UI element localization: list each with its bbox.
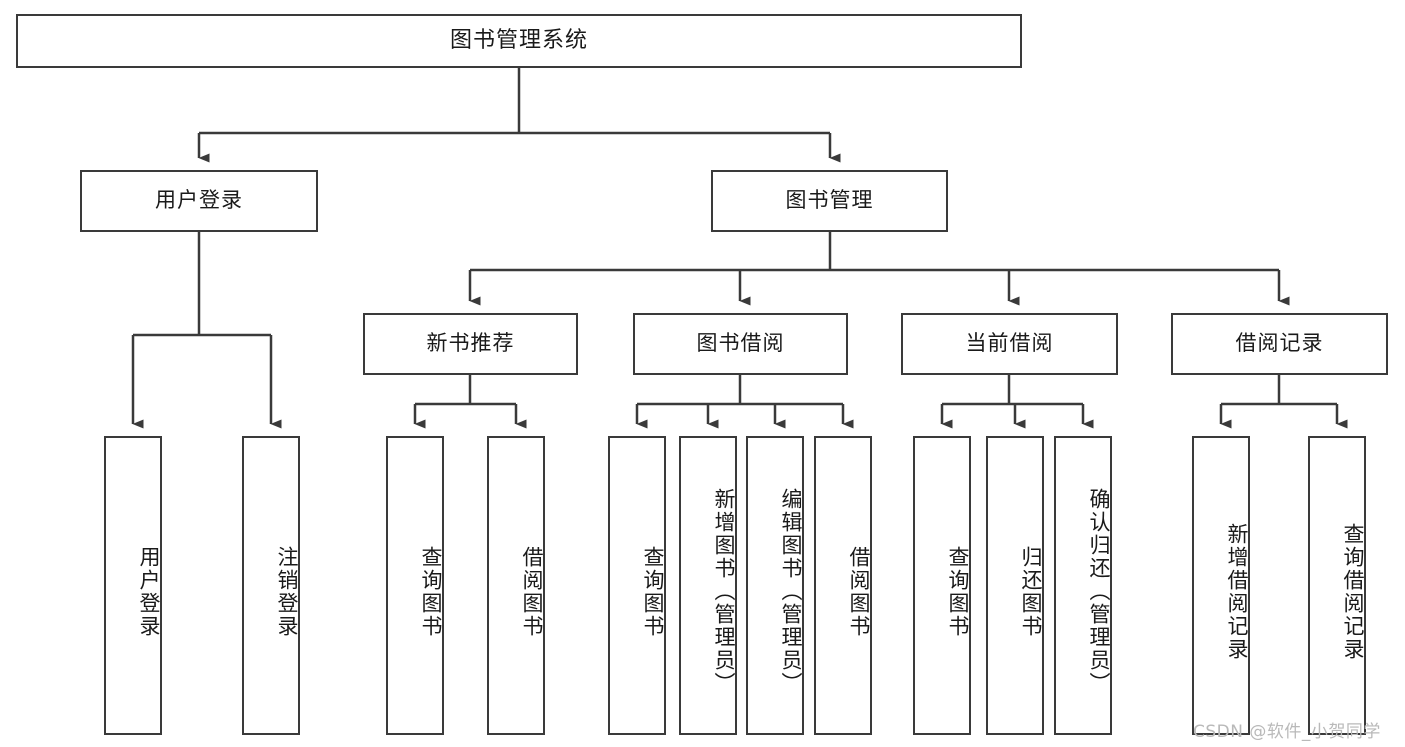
node-label: 查询图书 [419, 545, 443, 638]
node-label: 新增图书（管理员） [712, 488, 736, 695]
leaf-add-borrow-record[interactable]: 新增借阅记录 [1192, 436, 1250, 735]
node-label: 新书推荐 [426, 331, 515, 356]
node-root-system[interactable]: 图书管理系统 [16, 14, 1022, 68]
leaf-borrow-book-recommend[interactable]: 借阅图书 [487, 436, 545, 735]
node-label: 用户登录 [137, 545, 161, 638]
csdn-watermark: CSDN @软件_小贺同学 [1193, 722, 1381, 742]
node-label: 注销登录 [275, 545, 299, 638]
node-label: 借阅图书 [847, 545, 871, 638]
node-user-login[interactable]: 用户登录 [80, 170, 318, 232]
node-label: 查询图书 [946, 545, 970, 638]
node-label: 用户登录 [155, 188, 243, 213]
leaf-add-book-admin[interactable]: 新增图书（管理员） [679, 436, 737, 735]
leaf-logout-login[interactable]: 注销登录 [242, 436, 300, 735]
node-label: 查询借阅记录 [1341, 522, 1365, 661]
node-label: 图书管理 [785, 188, 874, 213]
node-current-borrow[interactable]: 当前借阅 [901, 313, 1118, 375]
node-label: 图书借阅 [696, 331, 785, 356]
leaf-edit-book-admin[interactable]: 编辑图书（管理员） [746, 436, 804, 735]
leaf-query-book-recommend[interactable]: 查询图书 [386, 436, 444, 735]
leaf-query-borrow-record[interactable]: 查询借阅记录 [1308, 436, 1366, 735]
node-book-borrow[interactable]: 图书借阅 [633, 313, 848, 375]
leaf-user-login[interactable]: 用户登录 [104, 436, 162, 735]
node-label: 查询图书 [641, 545, 665, 638]
node-new-book-recommendation[interactable]: 新书推荐 [363, 313, 578, 375]
node-label: 当前借阅 [965, 331, 1054, 356]
node-label: 借阅图书 [520, 545, 544, 638]
node-label: 借阅记录 [1235, 331, 1324, 356]
node-label: 确认归还（管理员） [1087, 488, 1111, 695]
node-book-manage[interactable]: 图书管理 [711, 170, 948, 232]
leaf-query-book-borrow[interactable]: 查询图书 [608, 436, 666, 735]
node-label: 图书管理系统 [449, 27, 588, 53]
node-label: 归还图书 [1019, 545, 1043, 638]
leaf-query-book-current[interactable]: 查询图书 [913, 436, 971, 735]
node-label: 编辑图书（管理员） [779, 488, 803, 695]
leaf-borrow-book[interactable]: 借阅图书 [814, 436, 872, 735]
node-borrow-record[interactable]: 借阅记录 [1171, 313, 1388, 375]
leaf-return-book[interactable]: 归还图书 [986, 436, 1044, 735]
leaf-confirm-return-admin[interactable]: 确认归还（管理员） [1054, 436, 1112, 735]
node-label: 新增借阅记录 [1225, 522, 1249, 661]
